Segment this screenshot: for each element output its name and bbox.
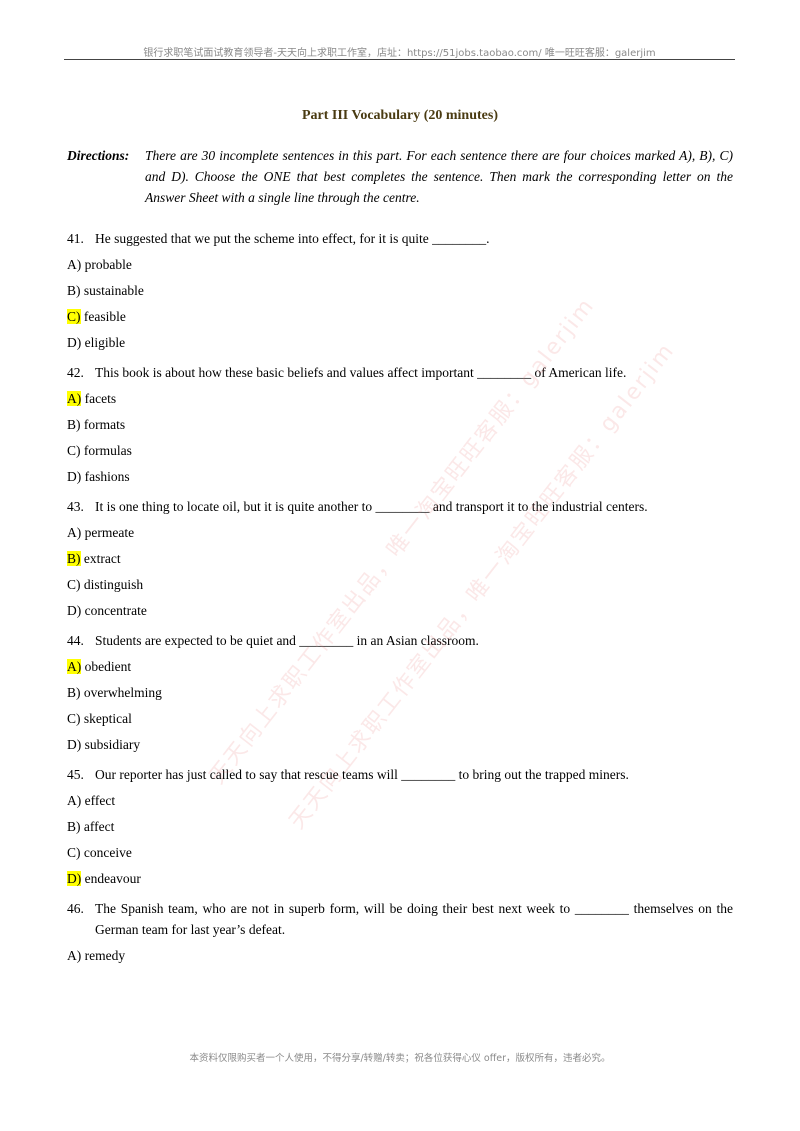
answer-option: A) effect (67, 790, 733, 811)
option-letter: D) (67, 469, 82, 484)
question-stem: 43. It is one thing to locate oil, but it… (67, 496, 733, 517)
option-text: overwhelming (80, 685, 162, 700)
option-letter: A) (67, 948, 82, 963)
question-text: The Spanish team, who are not in superb … (95, 901, 733, 937)
option-letter: A) (67, 257, 82, 272)
question: 41. He suggested that we put the scheme i… (67, 228, 733, 353)
answer-option: C) distinguish (67, 574, 733, 595)
page-footer: 本资料仅限购买者一个人使用，不得分享/转赠/转卖；祝各位获得心仪 offer，版… (189, 1053, 611, 1064)
answer-option: B) affect (67, 816, 733, 837)
option-text: eligible (81, 335, 126, 350)
question: 44. Students are expected to be quiet and… (67, 630, 733, 755)
question: 45. Our reporter has just called to say t… (67, 764, 733, 889)
option-text: concentrate (81, 603, 147, 618)
answer-option: D) fashions (67, 466, 733, 487)
answer-option: A) obedient (67, 656, 733, 677)
option-text: probable (81, 257, 132, 272)
option-letter-highlighted: D) (67, 871, 82, 886)
option-letter: B) (67, 283, 81, 298)
option-letter-highlighted: B) (67, 551, 81, 566)
answer-option: D) eligible (67, 332, 733, 353)
option-letter: B) (67, 819, 81, 834)
option-letter-highlighted: C) (67, 309, 81, 324)
option-text: affect (80, 819, 115, 834)
answer-option: D) concentrate (67, 600, 733, 621)
question-stem: 45. Our reporter has just called to say t… (67, 764, 733, 785)
option-text: formats (80, 417, 126, 432)
answer-option: A) remedy (67, 945, 733, 966)
option-letter: C) (67, 845, 81, 860)
answer-option: C) feasible (67, 306, 733, 327)
option-letter: C) (67, 577, 81, 592)
answer-option: B) sustainable (67, 280, 733, 301)
option-text: obedient (81, 659, 132, 674)
option-text: feasible (80, 309, 126, 324)
question-list: 41. He suggested that we put the scheme i… (67, 228, 733, 975)
header-rule (64, 59, 735, 60)
option-text: formulas (80, 443, 132, 458)
question-number: 43. (67, 499, 84, 514)
question-text: Our reporter has just called to say that… (95, 767, 629, 782)
answer-option: C) conceive (67, 842, 733, 863)
question-stem: 44. Students are expected to be quiet and… (67, 630, 733, 651)
option-text: endeavour (81, 871, 141, 886)
option-letter: B) (67, 685, 81, 700)
question-text: It is one thing to locate oil, but it is… (95, 499, 648, 514)
answer-option: C) formulas (67, 440, 733, 461)
option-text: fashions (81, 469, 130, 484)
answer-option: D) endeavour (67, 868, 733, 889)
directions: Directions: There are 30 incomplete sent… (67, 145, 733, 208)
question-number: 45. (67, 767, 84, 782)
option-text: distinguish (80, 577, 144, 592)
option-text: permeate (81, 525, 135, 540)
question-stem: 41. He suggested that we put the scheme i… (67, 228, 733, 249)
option-letter: D) (67, 603, 82, 618)
question-stem: 42. This book is about how these basic be… (67, 362, 733, 383)
question: 43. It is one thing to locate oil, but it… (67, 496, 733, 621)
question-number: 41. (67, 231, 84, 246)
answer-option: B) extract (67, 548, 733, 569)
directions-label: Directions: (67, 148, 130, 163)
question-number: 44. (67, 633, 84, 648)
answer-option: D) subsidiary (67, 734, 733, 755)
question-text: Students are expected to be quiet and __… (95, 633, 479, 648)
answer-option: B) formats (67, 414, 733, 435)
option-letter: D) (67, 335, 82, 350)
answer-option: A) permeate (67, 522, 733, 543)
option-letter-highlighted: A) (67, 391, 82, 406)
option-letter: A) (67, 525, 82, 540)
answer-option: B) overwhelming (67, 682, 733, 703)
option-text: conceive (80, 845, 132, 860)
option-letter: A) (67, 793, 82, 808)
answer-option: A) facets (67, 388, 733, 409)
option-letter: C) (67, 443, 81, 458)
option-text: facets (81, 391, 117, 406)
part-title: Part III Vocabulary (20 minutes) (301, 108, 498, 123)
question-stem: 46. The Spanish team, who are not in supe… (67, 898, 733, 940)
question: 46. The Spanish team, who are not in supe… (67, 898, 733, 966)
option-text: sustainable (80, 283, 144, 298)
page-header: 银行求职笔试面试教育领导者-天天向上求职工作室，店址：https://51job… (143, 48, 656, 59)
answer-option: A) probable (67, 254, 733, 275)
question-text: He suggested that we put the scheme into… (95, 231, 490, 246)
option-text: skeptical (80, 711, 132, 726)
option-letter: D) (67, 737, 82, 752)
option-text: remedy (81, 948, 126, 963)
option-text: subsidiary (81, 737, 141, 752)
option-text: effect (81, 793, 116, 808)
question-number: 42. (67, 365, 84, 380)
answer-option: C) skeptical (67, 708, 733, 729)
directions-text: There are 30 incomplete sentences in thi… (145, 148, 733, 205)
option-letter-highlighted: A) (67, 659, 82, 674)
option-letter: B) (67, 417, 81, 432)
option-letter: C) (67, 711, 81, 726)
question-number: 46. (67, 901, 84, 916)
question-text: This book is about how these basic belie… (95, 365, 627, 380)
question: 42. This book is about how these basic be… (67, 362, 733, 487)
option-text: extract (80, 551, 121, 566)
